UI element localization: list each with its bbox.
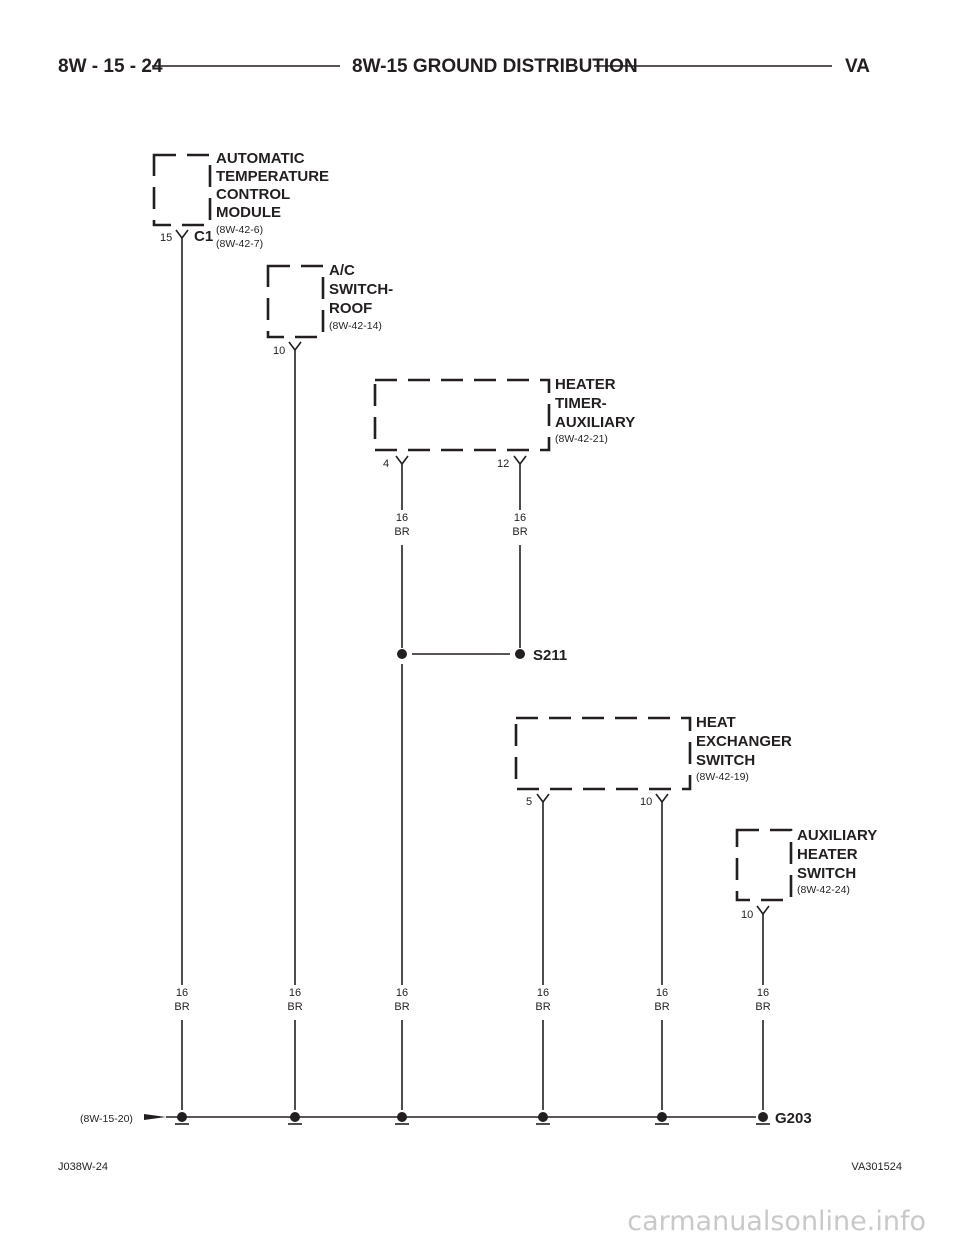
component-heater-timer: HEATER TIMER- AUXILIARY (8W-42-21) 4 12	[373, 376, 635, 470]
aux-heater-label-3: SWITCH	[797, 865, 856, 882]
atc-module-label-1: AUTOMATIC	[216, 150, 305, 167]
atc-module-ref-2: (8W-42-7)	[216, 238, 263, 250]
wire-ac-color: BR	[287, 1001, 302, 1013]
component-ac-switch-roof: A/C SWITCH- ROOF (8W-42-14) 10	[266, 262, 393, 357]
wire-ht12-color: BR	[512, 526, 527, 538]
heat-exchanger-pin10-terminal	[655, 793, 669, 804]
page-header: 8W - 15 - 24 8W-15 GROUND DISTRIBUTION V…	[58, 56, 870, 77]
atc-pin-terminal	[175, 229, 189, 240]
aux-heater-label-2: HEATER	[797, 846, 858, 863]
heater-timer-label-2: TIMER-	[555, 395, 607, 412]
ground-node-4	[536, 1112, 550, 1125]
wire-ac-gauge: 16	[289, 987, 301, 999]
heater-timer-pin12-terminal	[513, 455, 527, 466]
ground-node-2	[288, 1112, 302, 1125]
footer-left: J038W-24	[58, 1161, 108, 1173]
ground-ref: (8W-15-20)	[80, 1113, 133, 1125]
ac-switch-label-1: A/C	[329, 262, 355, 279]
wire-hx10-gauge: 16	[656, 987, 668, 999]
ac-switch-box	[266, 264, 325, 339]
ac-switch-pin-10: 10	[273, 345, 285, 357]
wire-aux-color: BR	[755, 1001, 770, 1013]
atc-module-label-2: TEMPERATURE	[216, 168, 329, 185]
heat-exchanger-pin-5: 5	[526, 796, 532, 808]
heat-exchanger-label-3: SWITCH	[696, 752, 755, 769]
heat-exchanger-label-1: HEAT	[696, 714, 736, 731]
page-title: 8W-15 GROUND DISTRIBUTION	[352, 56, 638, 77]
wire-atc-gauge: 16	[176, 987, 188, 999]
ground-node-6	[756, 1112, 770, 1125]
wire-ht4-color: BR	[394, 526, 409, 538]
component-heat-exchanger-switch: HEAT EXCHANGER SWITCH (8W-42-19) 5 10	[514, 714, 792, 808]
heater-timer-pin4-terminal	[395, 455, 409, 466]
model-code: VA	[845, 56, 870, 77]
wire-hx10-color: BR	[654, 1001, 669, 1013]
heat-exchanger-pin-10: 10	[640, 796, 652, 808]
wire-aux-gauge: 16	[757, 987, 769, 999]
ground-node-1	[175, 1112, 189, 1125]
lower-wire-labels: 16 BR 16 BR 16 BR 16 BR 16 BR 16 BR	[174, 987, 770, 1013]
heater-timer-pin-4: 4	[383, 458, 389, 470]
connector-c1: C1	[194, 228, 213, 245]
heater-timer-label-3: AUXILIARY	[555, 414, 635, 431]
footer-right: VA301524	[851, 1161, 902, 1173]
atc-module-label-3: CONTROL	[216, 186, 290, 203]
ground-node-3	[395, 1112, 409, 1125]
heater-timer-box	[373, 378, 551, 452]
splice-label: S211	[533, 647, 567, 664]
ground-node-5	[655, 1112, 669, 1125]
atc-module-label-4: MODULE	[216, 204, 281, 221]
heat-exchanger-box	[514, 716, 692, 791]
heat-exchanger-label-2: EXCHANGER	[696, 733, 792, 750]
component-atc-module: AUTOMATIC TEMPERATURE CONTROL MODULE (8W…	[152, 150, 329, 250]
aux-heater-pin-10: 10	[741, 909, 753, 921]
ground-bus-g203: (8W-15-20) G203	[80, 1110, 812, 1127]
wire-splice-gauge: 16	[396, 987, 408, 999]
atc-module-ref-1: (8W-42-6)	[216, 224, 263, 236]
heater-timer-label-1: HEATER	[555, 376, 616, 393]
page-code: 8W - 15 - 24	[58, 56, 163, 77]
aux-heater-box	[735, 828, 793, 902]
splice-dot-left	[397, 649, 407, 659]
watermark: carmanualsonline.info	[627, 1206, 926, 1237]
aux-heater-pin-terminal	[756, 905, 770, 916]
heater-timer-pin-12: 12	[497, 458, 509, 470]
splice-s211: S211	[397, 647, 567, 664]
wire-hx5-color: BR	[535, 1001, 550, 1013]
aux-heater-label-1: AUXILIARY	[797, 827, 877, 844]
wire-hx5-gauge: 16	[537, 987, 549, 999]
component-auxiliary-heater-switch: AUXILIARY HEATER SWITCH (8W-42-24) 10	[735, 827, 877, 921]
heat-exchanger-pin5-terminal	[536, 793, 550, 804]
ground-ref-arrow	[144, 1114, 166, 1120]
ac-switch-pin-terminal	[288, 341, 302, 352]
wire-ht12-gauge: 16	[514, 512, 526, 524]
ac-switch-ref: (8W-42-14)	[329, 320, 382, 332]
heater-timer-ref: (8W-42-21)	[555, 433, 608, 445]
ac-switch-label-3: ROOF	[329, 300, 372, 317]
atc-pin-15: 15	[160, 232, 172, 244]
wire-ht4-gauge: 16	[396, 512, 408, 524]
atc-module-box	[152, 153, 212, 227]
aux-heater-ref: (8W-42-24)	[797, 884, 850, 896]
ground-label: G203	[775, 1110, 812, 1127]
wire-atc-color: BR	[174, 1001, 189, 1013]
ac-switch-label-2: SWITCH-	[329, 281, 393, 298]
splice-dot-right	[515, 649, 525, 659]
wire-splice-color: BR	[394, 1001, 409, 1013]
heat-exchanger-ref: (8W-42-19)	[696, 771, 749, 783]
